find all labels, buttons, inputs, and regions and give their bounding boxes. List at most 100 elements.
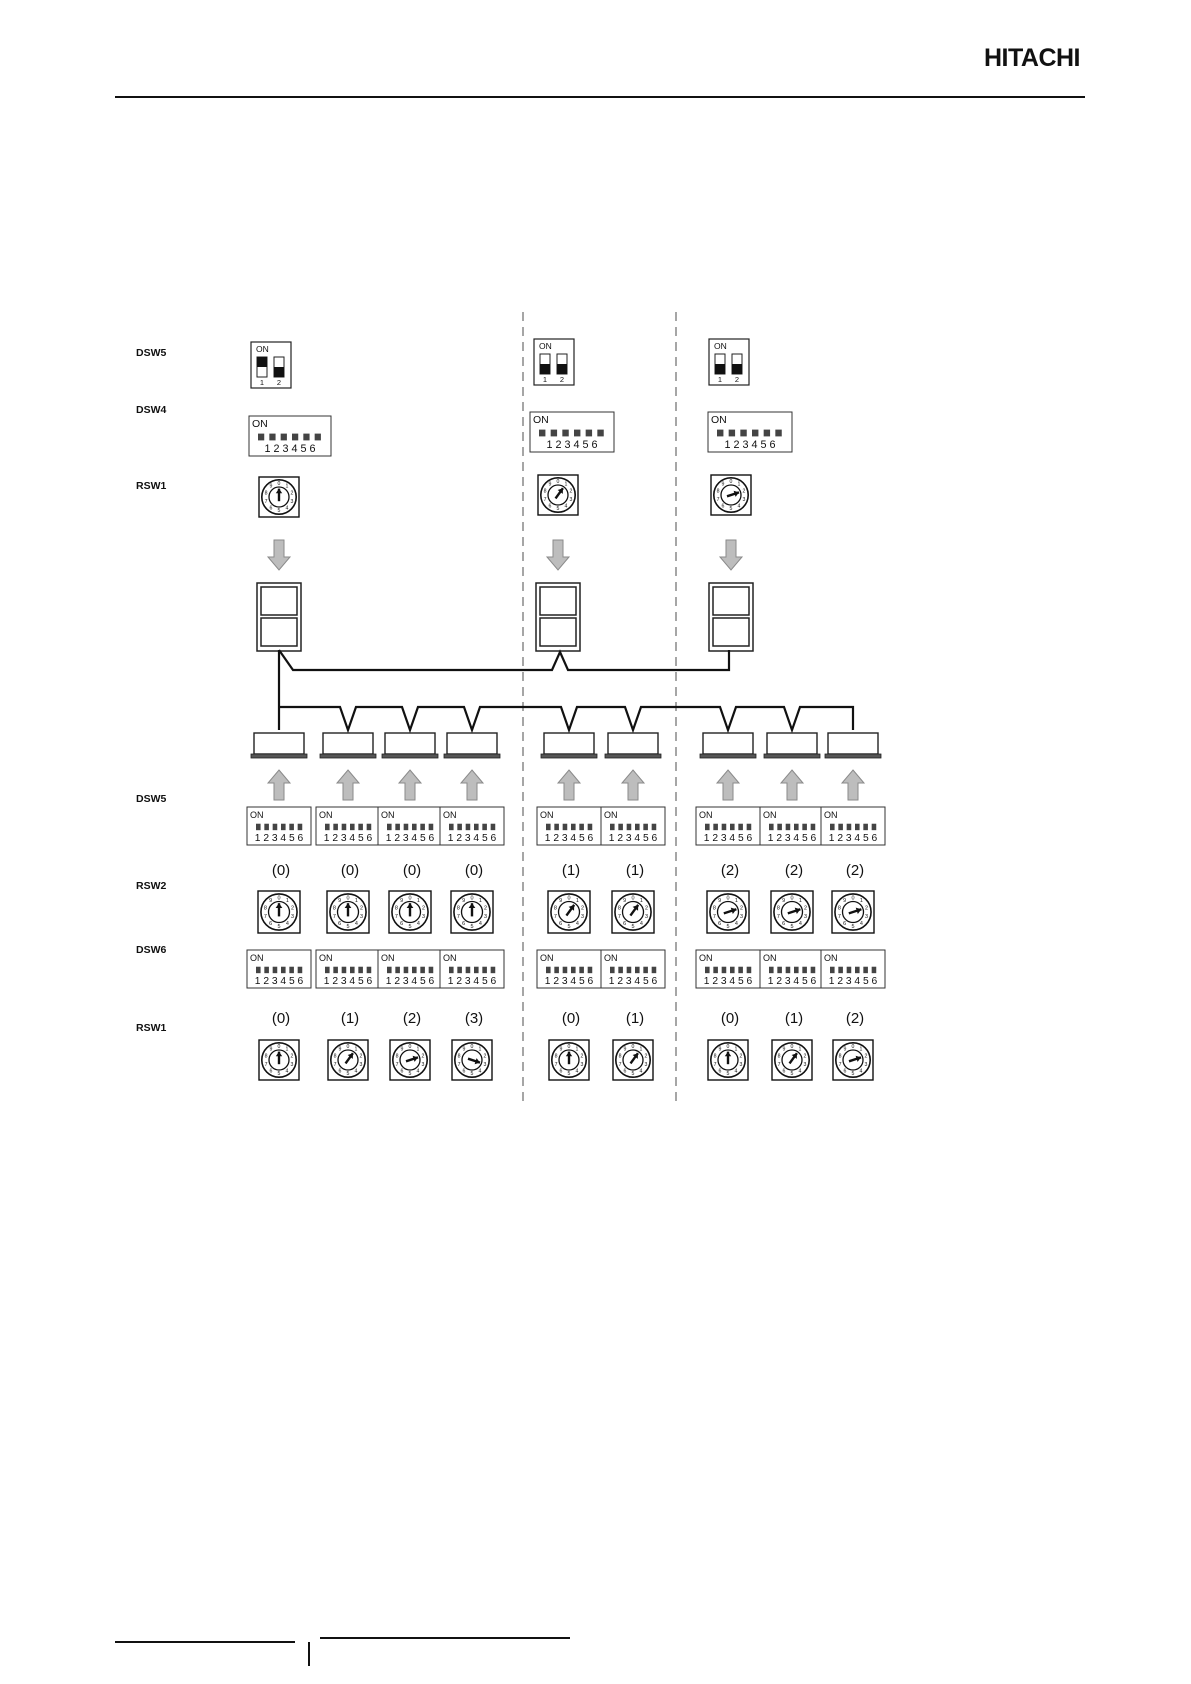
rotary-digit: 5 <box>408 924 411 930</box>
dip6-lever <box>785 966 791 974</box>
rotary-digit: 2 <box>421 1053 424 1059</box>
rotary-digit: 1 <box>355 898 358 904</box>
dip6-lever <box>358 823 363 831</box>
dip6-lever <box>490 966 496 974</box>
rotary-digit: 7 <box>713 914 716 920</box>
rotary-digit: 0 <box>851 895 854 901</box>
rotary-pointer-head <box>275 903 283 909</box>
dip6-lever <box>597 429 604 437</box>
rotary-digit: 4 <box>417 921 420 927</box>
dsw5-position-number: 1 <box>543 375 547 384</box>
dip6-lever <box>643 966 648 974</box>
indoor-unit-body <box>446 732 498 755</box>
rotary-digit: 8 <box>555 1053 558 1059</box>
dip6-lever <box>350 966 355 974</box>
dip6-switch: ON1 2 3 4 5 6 <box>246 806 312 846</box>
dip6-position-numbers: 1 2 3 4 5 6 <box>448 833 497 844</box>
rotary-digit: 4 <box>860 921 863 927</box>
indoor-unit-panel <box>381 753 439 759</box>
dip6-switch: ON1 2 3 4 5 6 <box>820 949 886 989</box>
dip6-lever <box>740 429 747 437</box>
dip6-lever <box>490 823 496 831</box>
dip6-switch: ON1 2 3 4 5 6 <box>600 949 666 989</box>
rotary-digit: 9 <box>623 898 626 904</box>
rotary-digit: 3 <box>645 914 648 920</box>
dip6-position-numbers: 1 2 3 4 5 6 <box>545 833 594 844</box>
rotary-digit: 8 <box>544 488 547 494</box>
arrow-up-icon <box>620 769 646 801</box>
rotary-digit: 9 <box>400 898 403 904</box>
arrow-shape <box>779 769 805 801</box>
dip6-on-label: ON <box>540 953 554 963</box>
dsw5-position-number: 2 <box>735 375 739 384</box>
arrow-down-icon <box>718 539 744 571</box>
rotary-digit: 7 <box>714 1062 717 1068</box>
rotary-digit: 9 <box>463 1047 466 1053</box>
rotary-digit: 0 <box>557 479 560 485</box>
indoor-unit <box>699 732 757 759</box>
dip6-lever <box>618 966 623 974</box>
rotary-digit: 4 <box>355 1069 358 1075</box>
rotary-digit: 8 <box>457 905 460 911</box>
dip6-lever <box>794 823 799 831</box>
dip6-lever <box>730 823 735 831</box>
rotary-digit: 4 <box>479 1069 482 1075</box>
rotary-digit: 4 <box>640 1069 643 1075</box>
rotary-pointer-head <box>468 903 476 909</box>
dip6-on-label: ON <box>699 810 713 820</box>
dip6-lever <box>341 966 347 974</box>
dip6-lever <box>258 433 265 441</box>
indoor-unit-body <box>543 732 595 755</box>
dip6-switch: ON1 2 3 4 5 6 <box>529 411 615 453</box>
indoor-unit <box>604 732 662 759</box>
dip6-on-label: ON <box>252 418 268 430</box>
rotary-pointer-head <box>347 1053 353 1059</box>
dip6-switch: ON1 2 3 4 5 6 <box>759 806 825 846</box>
rotary-digit: 5 <box>277 924 280 930</box>
rotary-pointer-head <box>275 488 283 494</box>
dip6-lever <box>358 966 363 974</box>
rotary-digit: 3 <box>864 1062 867 1068</box>
dip6-lever <box>721 966 727 974</box>
rotary-digit: 6 <box>844 1069 847 1075</box>
dip6-on-label: ON <box>319 953 333 963</box>
indoor-unit-panel <box>319 753 377 759</box>
rotary-digit: 6 <box>339 1069 342 1075</box>
dip6-lever <box>571 966 576 974</box>
rotary-digit: 0 <box>730 479 733 485</box>
rsw2-value-label: (0) <box>341 862 359 879</box>
dip6-on-label: ON <box>763 810 777 820</box>
rotary-digit: 6 <box>718 921 721 927</box>
row-label-indoor-dsw5: DSW5 <box>136 793 167 805</box>
rotary-digit: 4 <box>286 506 289 512</box>
outdoor-unit <box>256 582 302 652</box>
indoor-unit-body <box>607 732 659 755</box>
rotary-digit: 7 <box>264 914 267 920</box>
dip6-lever <box>281 966 286 974</box>
rotary-digit: 8 <box>713 905 716 911</box>
dip6-position-numbers: 1 2 3 4 5 6 <box>255 833 304 844</box>
rotary-digit: 3 <box>739 1062 742 1068</box>
indoor-unit-body <box>827 732 879 755</box>
rotary-digit: 0 <box>568 1044 571 1050</box>
rotary-digit: 4 <box>799 1069 802 1075</box>
dip6-lever <box>775 429 782 437</box>
rotary-digit: 1 <box>286 484 289 490</box>
rotary-digit: 1 <box>286 898 289 904</box>
rotary-digit: 2 <box>484 905 487 911</box>
rsw1-value-label: (2) <box>403 1010 421 1027</box>
dip6-switch: ON1 2 3 4 5 6 <box>246 949 312 989</box>
dip6-lever <box>717 429 724 437</box>
rotary-digit: 2 <box>360 905 363 911</box>
dip6-lever <box>746 823 752 831</box>
rotary-digit: 5 <box>346 924 349 930</box>
